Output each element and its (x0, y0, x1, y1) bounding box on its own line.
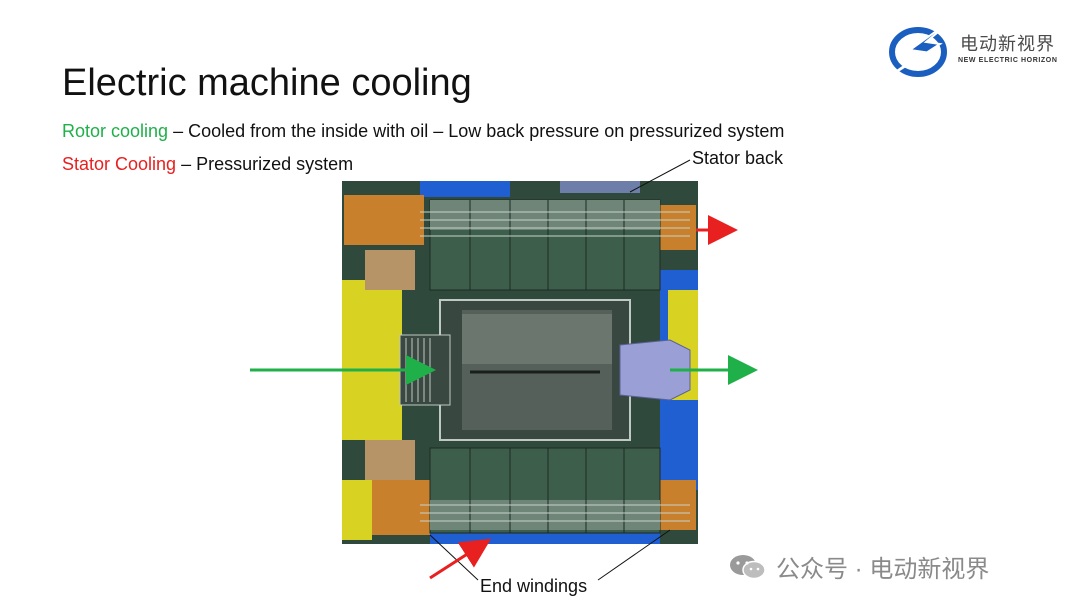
end-windings-leader-left (429, 534, 479, 581)
stator-inflow-arrow (429, 538, 492, 580)
rotor-cooling-label: Rotor cooling (62, 121, 169, 141)
cross-section-image (342, 181, 698, 544)
watermark-text: 公众号 · 电动新视界 (776, 556, 990, 583)
stator-cooling-text: – Pressurized system (176, 154, 354, 174)
stator-back-leader (629, 159, 691, 193)
wechat-icon (730, 555, 766, 580)
slide-title: Electric machine cooling (62, 62, 472, 104)
end-windings-leader-right (597, 529, 671, 581)
stator-cooling-label: Stator Cooling (62, 154, 177, 174)
end-windings-label: End windings (480, 576, 588, 596)
stator-cooling-line: Stator Cooling – Pressurized system (62, 154, 353, 175)
brand-logo-icon (883, 14, 961, 81)
rotor-cooling-text: – Cooled from the inside with oil – Low … (168, 121, 785, 141)
rotor-cooling-line: Rotor cooling – Cooled from the inside w… (62, 121, 784, 142)
stator-back-label: Stator back (692, 148, 784, 168)
logo-english-name: NEW ELECTRIC HORIZON (958, 57, 1058, 64)
logo-chinese-name: 电动新视界 (960, 34, 1055, 54)
